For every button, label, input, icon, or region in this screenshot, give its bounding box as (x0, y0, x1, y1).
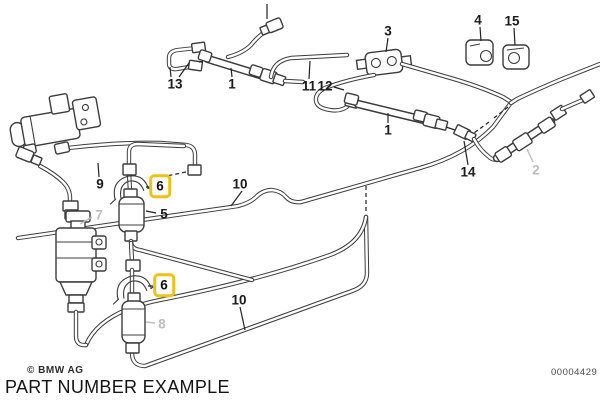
part-label-9: 9 (96, 176, 104, 192)
diagram-caption: PART NUMBER EXAMPLE (5, 377, 230, 397)
part-10-rear-pipe-drawing (129, 214, 370, 369)
part-label-1-front: 1 (228, 76, 236, 92)
part-label-6-rear-highlighted[interactable]: 6 (153, 273, 175, 297)
drawing-number: 00004429 (551, 367, 598, 378)
master-cylinder-line-drawing (83, 214, 369, 348)
part-2-rear-hose-drawing (471, 89, 596, 163)
part-9-pipe-drawing (15, 140, 202, 220)
part-13-pipe-drawing (166, 41, 211, 72)
part-label-10-front: 10 (232, 176, 248, 192)
part-label-12: 12 (317, 78, 333, 94)
part-7-master-cylinder-drawing (55, 210, 107, 348)
part-8-damper-drawing (121, 259, 146, 354)
part-label-13: 13 (167, 76, 183, 92)
part-label-11: 11 (301, 78, 317, 94)
part-10-front-pipe-drawing (15, 101, 513, 241)
part-label-1-rear: 1 (384, 122, 392, 138)
part-1-front-hose-drawing (197, 49, 306, 87)
part-label-7-muted: 7 (95, 207, 103, 223)
front-upper-hose-drawing (225, 4, 284, 60)
part-4-clamp-drawing (465, 39, 494, 66)
part-11-pipe-drawing (268, 52, 350, 80)
part-5-damper-drawing (118, 163, 255, 283)
bmw-copyright: © BMW AG (27, 365, 84, 376)
part-label-3: 3 (384, 23, 392, 39)
part-label-2-muted: 2 (532, 162, 540, 178)
part-label-10-rear: 10 (231, 292, 247, 308)
leader-lines (79, 26, 534, 331)
part-1-rear-hose-drawing (343, 92, 459, 132)
part-label-4: 4 (474, 12, 482, 28)
part-label-6-front-highlighted[interactable]: 6 (149, 174, 171, 198)
rear-pipe-runs-drawing (365, 61, 600, 214)
part-label-8-muted: 8 (158, 316, 166, 332)
part-15-clamp-drawing (502, 44, 530, 70)
part-label-5: 5 (160, 206, 168, 222)
part-label-15: 15 (504, 13, 520, 29)
part-label-14: 14 (460, 164, 476, 180)
